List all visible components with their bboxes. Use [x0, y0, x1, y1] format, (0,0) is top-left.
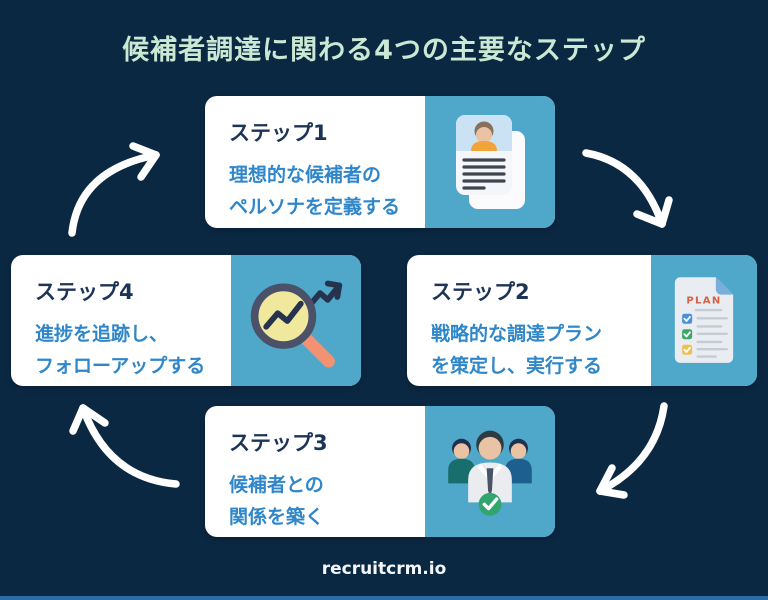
step-4-text: ステップ4 進捗を追跡し、 フォローアップする: [11, 255, 231, 386]
plan-checklist-icon-graphic: PLAN: [674, 276, 734, 363]
step-1-title: ステップ1: [229, 121, 328, 145]
step-1-desc-line-2: ペルソナを定義する: [229, 196, 401, 219]
step-3-desc-line-2: 関係を築く: [229, 506, 325, 529]
arrow-step1-to-step2: [582, 149, 673, 228]
step-4-description: 進捗を追跡し、 フォローアップする: [35, 318, 225, 383]
step-1-text: ステップ1 理想的な候補者の ペルソナを定義する: [205, 96, 425, 228]
step-3-title: ステップ3: [229, 431, 328, 455]
bottom-accent-bar: [0, 596, 768, 600]
step-2-desc-line-2: を策定し、実行する: [431, 355, 603, 378]
step-4-title: ステップ4: [35, 280, 134, 304]
step-3-description: 候補者との 関係を築く: [229, 469, 419, 534]
magnifier-trend-icon-graphic: [250, 280, 343, 368]
step-card-1: ステップ1 理想的な候補者の ペルソナを定義する: [205, 96, 555, 228]
step-1-desc-line-1: 理想的な候補者の: [229, 164, 382, 186]
arrow-step3-to-step4: [69, 404, 180, 488]
infographic-title: 候補者調達に関わる4つの主要なステップ: [122, 35, 646, 66]
step-4-desc-line-2: フォローアップする: [35, 355, 206, 378]
team-check-icon: [425, 406, 555, 537]
step-2-text: ステップ2 戦略的な調達プラン を策定し、実行する: [407, 255, 651, 386]
resume-document-icon: [425, 96, 555, 228]
brand-logo-text: recruitcrm.io: [321, 559, 447, 579]
step-4-desc-line-1: 進捗を追跡し、: [35, 323, 169, 345]
step-card-4: ステップ4 進捗を追跡し、 フォローアップする: [11, 255, 361, 386]
team-check-icon-graphic: [448, 430, 532, 516]
arrow-step2-to-step3: [596, 402, 668, 499]
plan-checklist-icon: PLAN: [651, 255, 757, 386]
step-2-title: ステップ2: [431, 280, 530, 304]
step-card-2: ステップ2 戦略的な調達プラン を策定し、実行する PLAN: [407, 255, 757, 386]
plan-label: PLAN: [686, 295, 721, 306]
step-2-description: 戦略的な調達プラン を策定し、実行する: [431, 318, 645, 383]
step-3-desc-line-1: 候補者との: [229, 474, 324, 496]
step-3-text: ステップ3 候補者との 関係を築く: [205, 406, 425, 537]
magnifier-trend-icon: [231, 255, 361, 386]
step-card-3: ステップ3 候補者との 関係を築く: [205, 406, 555, 537]
step-1-description: 理想的な候補者の ペルソナを定義する: [229, 159, 419, 224]
step-2-desc-line-1: 戦略的な調達プラン: [431, 323, 603, 345]
arrow-step4-to-step1: [68, 142, 160, 237]
resume-document-icon-graphic: [456, 115, 525, 209]
